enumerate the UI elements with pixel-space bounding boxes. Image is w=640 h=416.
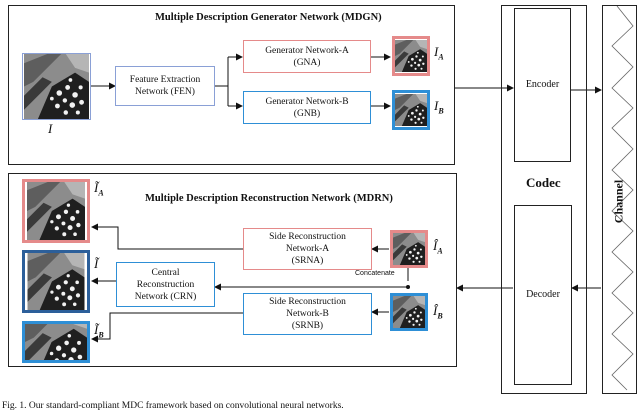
mdrn-frame (8, 173, 457, 367)
side-output-a-label: ĨA (94, 180, 104, 198)
input-image-label: I (48, 121, 53, 136)
mdgn-title: Multiple Description Generator Network (… (155, 12, 382, 23)
codec-title: Codec (526, 175, 561, 190)
decoded-b-label: ÎB (433, 303, 443, 321)
mdrn-title: Multiple Description Reconstruction Netw… (145, 193, 393, 204)
generator-network-b-box: Generator Network-B(GNB) (243, 91, 371, 124)
moth-image-icon (23, 54, 90, 119)
description-a-label: IA (434, 44, 444, 62)
decoded-a-label: ÎA (433, 238, 443, 256)
side-output-b-label: ĨB (94, 322, 104, 340)
concatenate-label: Concatenate (355, 270, 395, 277)
generator-network-a-box: Generator Network-A(GNA) (243, 40, 371, 73)
decoder-box: Decoder (514, 205, 572, 385)
description-a-image (392, 36, 430, 76)
description-b-label: IB (434, 98, 444, 116)
description-b-image (392, 90, 430, 130)
channel-frame (602, 5, 637, 394)
codec-frame (501, 5, 587, 394)
side-reconstruction-b-output-image (22, 321, 90, 363)
figure-caption: Fig. 1. Our standard-compliant MDC frame… (2, 401, 344, 411)
encoder-box: Encoder (514, 8, 571, 162)
central-output-label: Ĩ (94, 256, 99, 271)
decoded-description-a-image (390, 230, 428, 268)
mdgn-frame (8, 5, 455, 165)
central-reconstruction-output-image (22, 250, 90, 313)
input-image (22, 53, 91, 120)
channel-title: Channel (611, 179, 626, 224)
side-reconstruction-a-output-image (22, 179, 90, 243)
decoded-description-b-image (390, 293, 428, 331)
